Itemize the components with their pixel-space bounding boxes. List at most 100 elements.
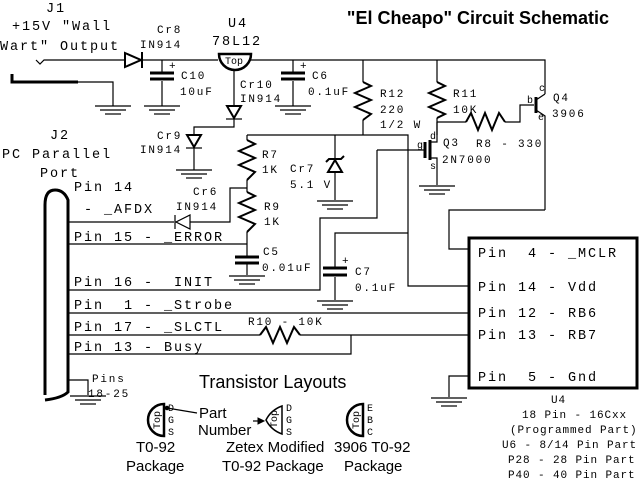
c7-value: 0.1uF [355, 283, 397, 295]
schematic-title: "El Cheapo" Circuit Schematic [347, 8, 609, 28]
pnp-pin-e: E [367, 404, 373, 415]
q4-pin-c: c [539, 84, 545, 95]
c7-ref: C7 [355, 267, 372, 279]
transistor-layouts-heading: Transistor Layouts [199, 372, 346, 392]
q4-transistor [534, 93, 546, 210]
q3-pin-g: g [417, 141, 423, 152]
cr10-ref: Cr10 [240, 80, 274, 92]
r8-resistor [465, 110, 506, 133]
to92-pin-g: G [168, 416, 174, 427]
mcu-pin-gnd: Pin 5 - Gnd [478, 371, 598, 386]
q3-mosfet [377, 122, 438, 185]
pnp-pin-b: B [367, 416, 373, 427]
part-number-label-2: Number [198, 422, 251, 439]
r9-value: 1K [264, 217, 281, 229]
cr6-part: IN914 [176, 202, 218, 214]
c10-capacitor [143, 60, 181, 115]
zetex-pin-s: S [286, 428, 292, 439]
pin15-label: Pin 15 - _ERROR [74, 231, 224, 246]
r10-resistor [259, 324, 301, 346]
zetex-pin-g: G [286, 416, 292, 427]
c10-plus: + [169, 61, 177, 73]
cr10-part: IN914 [240, 94, 282, 106]
pin16-label: Pin 16 - INIT [74, 276, 214, 291]
mclr-wire [448, 209, 545, 250]
zetex-package-icon [265, 404, 283, 436]
mcu-gnd-wire [448, 375, 468, 397]
cr6-ref: Cr6 [193, 187, 218, 199]
j1-ref: J1 [46, 2, 66, 17]
cr10-cr9-wire [193, 70, 235, 170]
pin17-label: Pin 17 - _SLCTL [74, 321, 224, 336]
c6-ref: C6 [312, 71, 329, 83]
pnp-top-label: Top [352, 411, 363, 429]
r7-ref: R7 [262, 150, 279, 162]
j2-label-1: PC Parallel [2, 148, 112, 163]
r9-ref: R9 [264, 202, 281, 214]
part-number-label-1: Part [199, 405, 227, 422]
pin1-label: Pin 1 - _Strobe [74, 299, 234, 314]
r12-rating: 1/2 W [380, 120, 422, 132]
cr7-value: 5.1 V [290, 180, 332, 192]
cr10-diode [225, 105, 243, 120]
q4-part: 3906 [552, 109, 586, 121]
cr8-ref: Cr8 [157, 25, 182, 37]
part-number-dot [164, 405, 170, 411]
mcu-pin-rb6: Pin 12 - RB6 [478, 307, 598, 322]
mcu-pin-rb7: Pin 13 - RB7 [478, 329, 598, 344]
r7-value: 1K [262, 165, 279, 177]
gnd-pins-label-2: 18-25 [88, 389, 130, 401]
arrow-head [257, 417, 266, 425]
r8-leads [437, 104, 534, 123]
c6-capacitor [274, 60, 312, 115]
q3-part: 2N7000 [442, 155, 492, 167]
zetex-pin-d: D [286, 404, 292, 415]
mcu-note-4: P28 - 28 Pin Part [508, 455, 636, 467]
mcu-ref: U4 [551, 395, 566, 407]
r11-ref: R11 [453, 89, 478, 101]
cr9-diode [185, 134, 203, 149]
to92-pin-s: S [168, 428, 174, 439]
cr8-part: IN914 [140, 40, 182, 52]
top-rail [78, 59, 546, 94]
c7-plus: + [342, 256, 350, 268]
u4-ref: U4 [228, 17, 248, 32]
mcu-pin-mclr: Pin 4 - _MCLR [478, 247, 618, 262]
u4-regulator [217, 52, 253, 72]
pnp-caption-2: Package [344, 458, 402, 475]
c5-ref: C5 [263, 247, 280, 259]
gnd-pins-label-1: Pins [92, 374, 126, 386]
r8-label: R8 - 330 [476, 139, 543, 151]
afdx-wire [68, 187, 247, 223]
q4-pin-b: b [527, 95, 533, 107]
q4-pin-e: e [538, 113, 544, 124]
pin14-label: Pin 14 [74, 181, 134, 196]
j2-connector [43, 188, 70, 402]
r10-label: R10 - 10K [248, 317, 324, 329]
r12-value: 220 [380, 105, 405, 117]
cr7-zener [325, 135, 345, 200]
r7-resistor [236, 139, 258, 181]
mcu-note-2: (Programmed Part) [510, 425, 638, 437]
cr6-diode [174, 214, 191, 230]
part-number-arrow-1 [166, 407, 198, 414]
c10-value: 10uF [180, 87, 214, 99]
c5-value: 0.01uF [262, 263, 312, 275]
c10-ref: C10 [181, 71, 206, 83]
c5-capacitor [235, 255, 259, 265]
mcu-note-1: 18 Pin - 16Cxx [522, 410, 627, 422]
init-wire [68, 150, 378, 291]
vdd-net [247, 134, 468, 300]
zetex-caption-2: T0-92 Package [222, 458, 324, 475]
r11-value: 10K [453, 105, 478, 117]
to92-caption-2: Package [126, 458, 184, 475]
pnp-caption-1: 3906 T0-92 [334, 439, 410, 456]
u4-top-label: Top [225, 57, 243, 68]
q3-pin-s: s [430, 162, 436, 173]
u4-part: 78L12 [212, 35, 262, 50]
j1-label-2: Wart" Output [0, 40, 120, 55]
pnp-pin-c: C [367, 428, 373, 439]
cr8-diode [124, 51, 144, 69]
pnp-3906-package-icon [345, 402, 365, 438]
